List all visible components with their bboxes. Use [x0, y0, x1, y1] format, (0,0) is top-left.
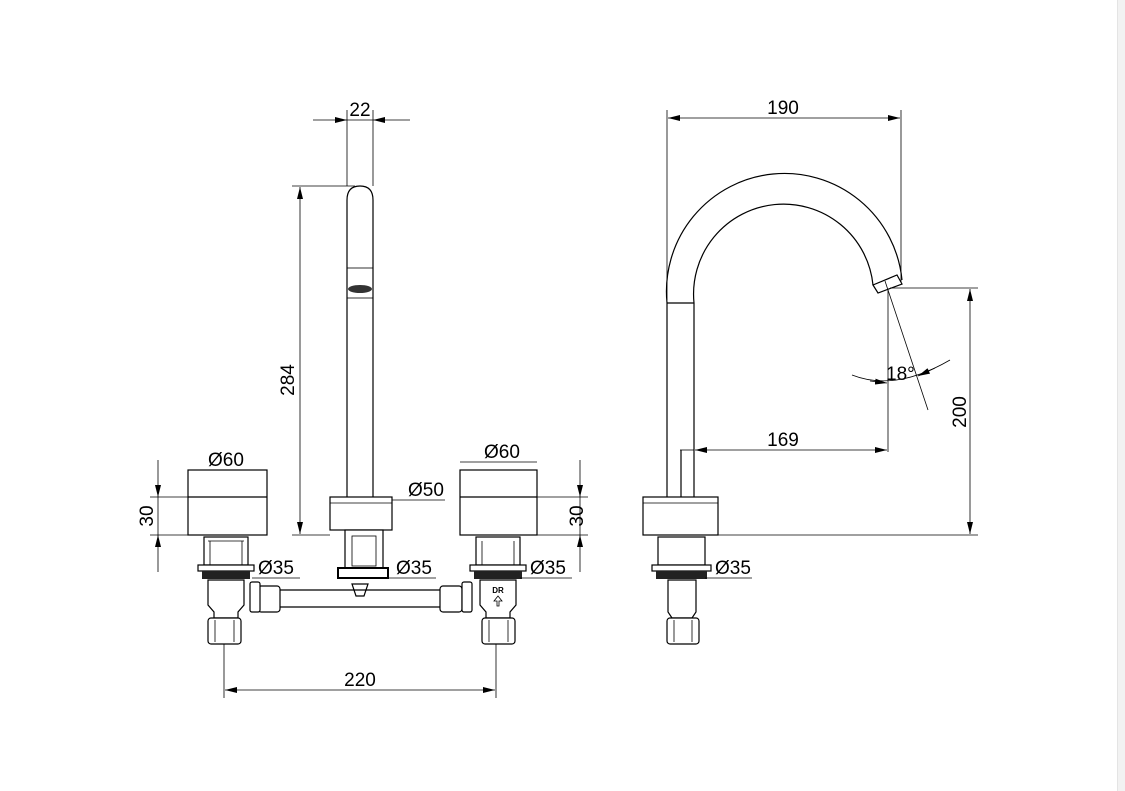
dimension-spout-height: 284: [278, 185, 355, 536]
dimension-spout-base: Ø50: [392, 480, 445, 501]
left-thread-label: Ø35: [258, 558, 294, 579]
outlet-height-label: 200: [950, 396, 971, 428]
side-thread-label: Ø35: [715, 558, 751, 579]
center-thread-label: Ø35: [396, 558, 432, 579]
centers-distance-label: 220: [344, 670, 376, 691]
front-spout: [329, 185, 393, 597]
reach-outlet-label: 169: [767, 430, 799, 451]
left-handle-height-label: 30: [137, 505, 158, 526]
dimension-reach-outlet: 169: [680, 290, 889, 453]
dimension-left-handle-height: 30: [137, 460, 188, 572]
right-handle-height-label: 30: [567, 505, 588, 526]
left-handle: [187, 469, 268, 645]
left-handle-diameter-label: Ø60: [208, 450, 244, 471]
side-spout: [642, 172, 903, 645]
valve-label: DR: [492, 586, 504, 595]
dimension-right-handle-height: 30: [537, 460, 588, 572]
reach-overall-label: 190: [767, 98, 799, 119]
dimension-right-handle-diameter: Ø60: [460, 442, 537, 463]
spout-height-label: 284: [278, 364, 299, 396]
connecting-pipe: [249, 581, 473, 613]
spout-base-label: Ø50: [408, 480, 444, 501]
dimension-left-handle-diameter: Ø60: [188, 450, 267, 471]
right-handle-diameter-label: Ø60: [484, 442, 520, 463]
dimension-center-thread: Ø35: [340, 558, 436, 579]
right-thread-label: Ø35: [530, 558, 566, 579]
page-edge: [1117, 0, 1125, 791]
spout-width-label: 22: [349, 100, 370, 121]
dimension-side-thread: Ø35: [705, 558, 752, 579]
dimension-outlet-height: 200: [718, 287, 978, 536]
dimension-left-thread: Ø35: [252, 558, 300, 579]
dimension-centers: 220: [223, 644, 497, 698]
dimension-right-thread: Ø35: [520, 558, 572, 579]
dimension-spout-width: 22: [313, 100, 410, 186]
dimension-reach-overall: 190: [666, 98, 902, 300]
right-handle: DR: [459, 469, 538, 645]
dimension-outlet-angle: 18°: [851, 280, 951, 411]
outlet-angle-label: 18°: [886, 364, 915, 385]
